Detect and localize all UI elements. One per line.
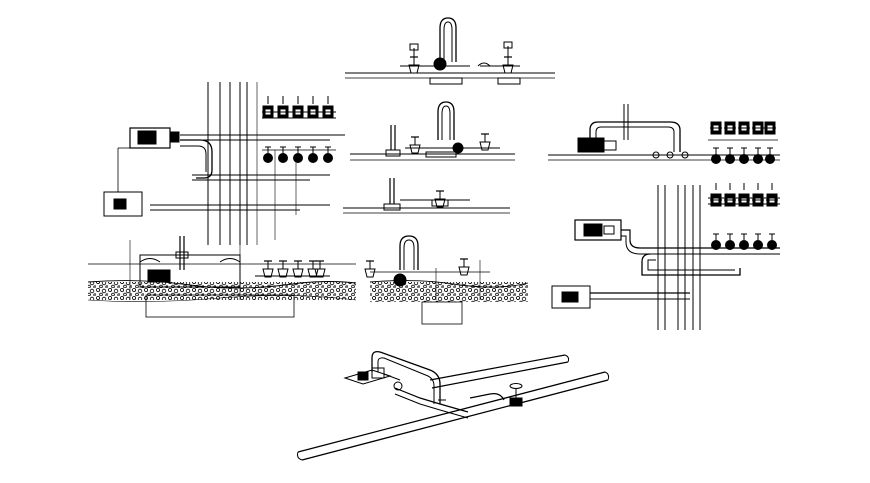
elevation-small-center: [343, 178, 510, 214]
section-center-ground: [364, 235, 529, 325]
plan-left-manifold: [103, 82, 345, 245]
gate-valve-icon: [709, 121, 777, 164]
gate-valve-icon: [434, 190, 446, 208]
gate-valve-icon: [408, 56, 514, 74]
gate-valve-icon: [262, 260, 326, 278]
gate-valve-icon: [509, 383, 523, 407]
gate-valve-icon: [364, 258, 470, 278]
elevation-mid-center: [350, 101, 515, 161]
isometric-bottom: [297, 350, 610, 461]
pump-motor-icon: [574, 219, 622, 241]
gate-valve-icon: [711, 233, 777, 250]
pump-motor-icon: [577, 137, 617, 153]
pump-motor-icon: [343, 367, 392, 385]
plan-right-manifold: [551, 183, 780, 330]
pump-motor-icon: [129, 127, 180, 149]
elevation-left-section: [87, 230, 357, 318]
elevation-top-center: [345, 17, 555, 85]
gate-valve-icon: [263, 146, 333, 163]
elevation-right-top: [548, 104, 780, 164]
